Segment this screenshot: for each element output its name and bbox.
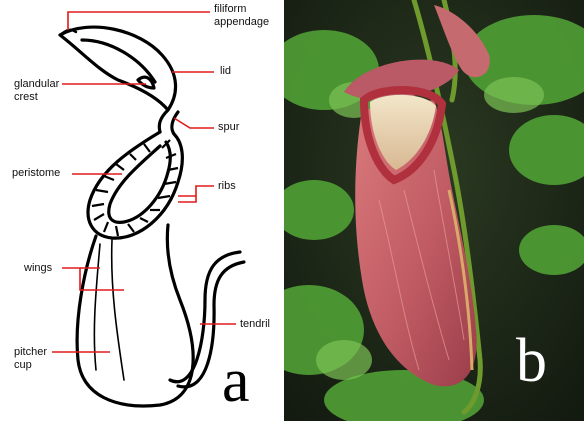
panel-a-letter: a: [222, 350, 250, 412]
label-peristome: peristome: [12, 167, 60, 180]
label-pitcher-cup: pitcher cup: [14, 346, 47, 372]
wing-line-2: [94, 244, 100, 370]
label-wings: wings: [24, 262, 52, 275]
label-filiform-appendage: filiform appendage: [214, 3, 269, 29]
peristome-inner: [109, 142, 170, 222]
lid-outline: [60, 27, 176, 110]
neck-lines: [159, 110, 178, 134]
label-tendril: tendril: [240, 318, 270, 331]
peristome-ribs: [92, 140, 178, 236]
panel-b-letter: b: [516, 330, 547, 392]
wing-line: [112, 240, 124, 380]
label-glandular-crest: glandular crest: [14, 78, 59, 104]
panel-b-photo: b: [284, 0, 584, 421]
label-ribs: ribs: [218, 180, 236, 193]
panel-a-diagram: filiform appendage lid glandular crest s…: [0, 0, 284, 421]
label-lid: lid: [220, 65, 231, 78]
label-spur: spur: [218, 121, 239, 134]
